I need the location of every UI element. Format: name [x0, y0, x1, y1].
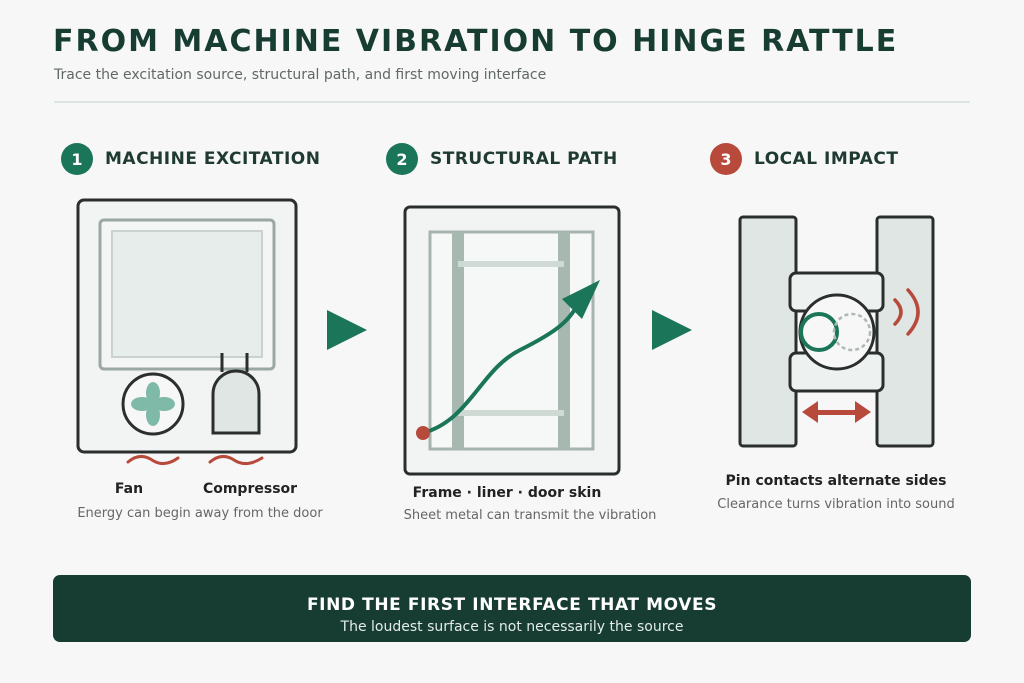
step-3-caption: Clearance turns vibration into sound: [717, 497, 955, 512]
step-3-badge: 3: [710, 143, 742, 175]
step-2-header: 2 STRUCTURAL PATH: [386, 143, 618, 175]
appliance-illustration: [76, 198, 298, 465]
step-3-header: 3 LOCAL IMPACT: [710, 143, 898, 175]
step-2-heading: Frame · liner · door skin: [412, 485, 602, 501]
fan-vibration-wave: [126, 455, 180, 465]
compressor-label: Compressor: [202, 481, 298, 497]
hinge-pin-alternate: [832, 312, 872, 352]
step-2-badge: 2: [386, 143, 418, 175]
double-arrow-icon: [802, 401, 871, 423]
page-title: FROM MACHINE VIBRATION TO HINGE RATTLE: [53, 24, 899, 59]
vibration-path-arrowhead: [562, 280, 600, 319]
step-2-label: STRUCTURAL PATH: [430, 149, 618, 169]
compressor-icon: [211, 353, 261, 435]
sound-icon: [893, 288, 920, 336]
header-divider: [54, 101, 970, 103]
banner-title: FIND THE FIRST INTERFACE THAT MOVES: [306, 595, 718, 615]
summary-banner: FIND THE FIRST INTERFACE THAT MOVES The …: [53, 575, 971, 642]
compressor-vibration-wave: [208, 455, 264, 465]
hinge-illustration: [738, 215, 935, 448]
vibration-path-curve: [421, 298, 582, 435]
step-1-caption: Energy can begin away from the door: [77, 506, 323, 521]
hinge-pin: [799, 312, 839, 352]
step-1-header: 1 MACHINE EXCITATION: [61, 143, 321, 175]
fan-icon: [121, 372, 185, 436]
step-2-caption: Sheet metal can transmit the vibration: [403, 508, 657, 523]
step-3-heading: Pin contacts alternate sides: [725, 473, 947, 489]
flow-arrow-1: [327, 310, 367, 350]
fan-label: Fan: [114, 481, 144, 497]
step-1-label: MACHINE EXCITATION: [105, 149, 321, 169]
step-3-label: LOCAL IMPACT: [754, 149, 899, 169]
step-1-badge: 1: [61, 143, 93, 175]
vibration-origin-dot: [416, 426, 430, 440]
flow-arrow-2: [652, 310, 692, 350]
page-subtitle: Trace the excitation source, structural …: [54, 67, 547, 83]
banner-subtitle: The loudest surface is not necessarily t…: [340, 619, 684, 635]
frame-illustration: [403, 205, 621, 476]
